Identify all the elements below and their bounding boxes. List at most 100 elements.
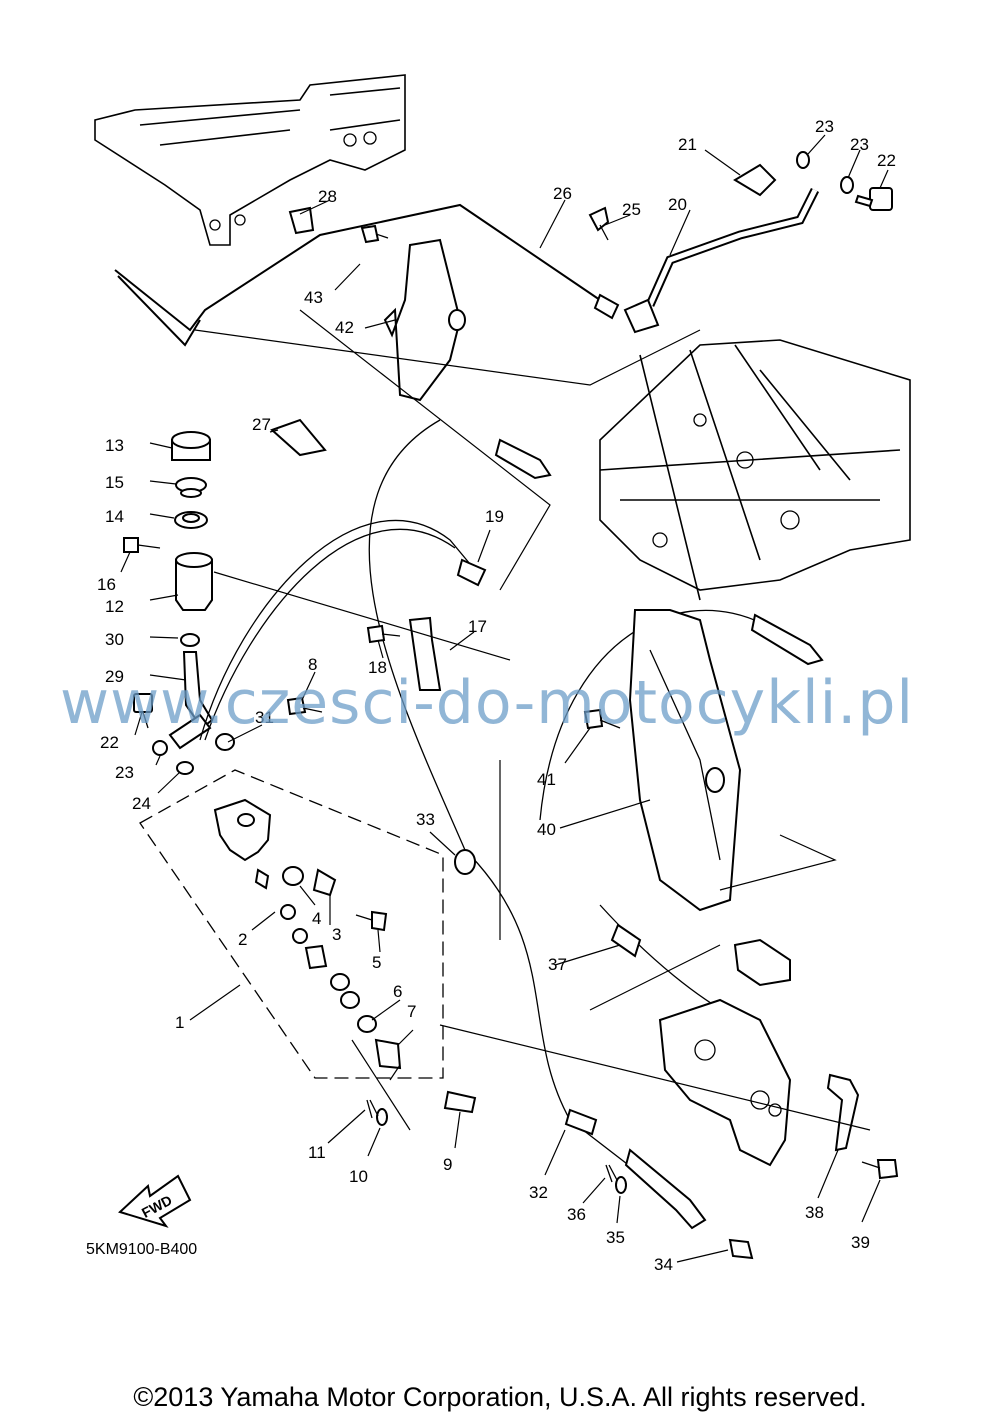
callout-23-top-b: 23 [850, 135, 869, 154]
screw-16 [123, 537, 161, 553]
callout-34: 34 [654, 1255, 673, 1274]
joint-24 [176, 761, 194, 775]
callout-28: 28 [318, 187, 337, 206]
callout-33: 33 [416, 810, 435, 829]
callout-14: 14 [105, 507, 124, 526]
protector-42 [383, 238, 466, 402]
cable-end-upper [750, 613, 824, 666]
callout-2: 2 [238, 930, 247, 949]
callout-38: 38 [805, 1203, 824, 1222]
cable-end-37 [610, 923, 642, 958]
cable-end-19b [494, 438, 552, 480]
fwd-arrow-icon: FWD [118, 1174, 192, 1228]
callout-8: 8 [308, 655, 317, 674]
o-ring-4 [282, 866, 304, 886]
gasket-23-left [152, 740, 168, 756]
callout-37: 37 [548, 955, 567, 974]
callout-43: 43 [304, 288, 323, 307]
nut-6 [357, 1015, 377, 1033]
callout-40: 40 [537, 820, 556, 839]
rear-cable-32 [564, 1108, 598, 1136]
union-bolt-22-top [854, 187, 893, 211]
spring-clip-36 [605, 1164, 618, 1183]
diaphragm-15 [175, 477, 207, 498]
washer-10 [376, 1108, 388, 1126]
bolt-41 [583, 708, 621, 730]
reservoir-cap-13 [171, 431, 211, 461]
bracket-17 [408, 616, 442, 691]
callout-4: 4 [312, 909, 321, 928]
clip-28 [288, 206, 315, 235]
callout-31: 31 [255, 708, 274, 727]
leader-lines [120, 134, 889, 1263]
bracket-3 [312, 868, 337, 897]
callout-32: 32 [529, 1183, 548, 1202]
callout-22-left: 22 [100, 733, 119, 752]
callout-30: 30 [105, 630, 124, 649]
watermark: www.czesci-do-motocykli.pl [60, 668, 915, 738]
callout-35: 35 [606, 1228, 625, 1247]
clamp-21 [733, 163, 777, 197]
cable-end-19 [456, 558, 487, 587]
kit-parts-2 [254, 868, 360, 1009]
pin-34 [728, 1238, 754, 1260]
callout-13: 13 [105, 436, 124, 455]
brake-pipe [114, 203, 620, 347]
kit-outline [139, 769, 444, 1079]
callout-15: 15 [105, 473, 124, 492]
callout-29: 29 [105, 667, 124, 686]
callout-23-left: 23 [115, 763, 134, 782]
callout-23-top-a: 23 [815, 117, 834, 136]
callout-27: 27 [252, 415, 271, 434]
callout-10: 10 [349, 1167, 368, 1186]
callout-16: 16 [97, 575, 116, 594]
bolt-25 [588, 206, 610, 241]
bolt-18 [366, 624, 401, 644]
callout-25: 25 [622, 200, 641, 219]
callout-9: 9 [443, 1155, 452, 1174]
cotter-pin-11 [366, 1099, 379, 1119]
callout-3: 3 [332, 925, 341, 944]
callout-21: 21 [678, 135, 697, 154]
callout-26: 26 [553, 184, 572, 203]
clip-31 [215, 733, 235, 751]
clevis-rod [624, 1148, 707, 1230]
copyright-notice: ©2013 Yamaha Motor Corporation, U.S.A. A… [133, 1382, 867, 1412]
grommet-33 [454, 849, 476, 875]
callout-39: 39 [851, 1233, 870, 1252]
callout-5: 5 [372, 953, 381, 972]
callout-18: 18 [368, 658, 387, 677]
callout-17: 17 [468, 617, 487, 636]
protector-40 [628, 609, 742, 912]
upper-frame-drawing [94, 74, 406, 246]
callout-7: 7 [407, 1002, 416, 1021]
spring-38 [826, 1073, 860, 1152]
bracket-27 [270, 418, 327, 457]
callout-12: 12 [105, 597, 124, 616]
callout-labels: 13 15 14 16 12 30 29 22 23 24 8 31 1 2 4… [97, 117, 896, 1274]
callout-19: 19 [485, 507, 504, 526]
callout-36: 36 [567, 1205, 586, 1224]
bolt-39 [861, 1159, 899, 1180]
main-frame-drawing [599, 339, 911, 601]
callout-20: 20 [668, 195, 687, 214]
cables [199, 419, 811, 1221]
callout-11: 11 [308, 1143, 326, 1162]
union-bolt-22-left [133, 693, 153, 729]
washer-35 [615, 1176, 627, 1194]
drawing-code: 5KM9100-B400 [86, 1241, 198, 1258]
gasket-23-top [796, 151, 854, 194]
bolt-5 [355, 910, 388, 932]
brake-pedal [658, 938, 792, 1167]
callout-42: 42 [335, 318, 354, 337]
plate-14 [174, 511, 208, 529]
bolt-8 [286, 696, 323, 716]
pin-9 [443, 1090, 477, 1114]
callout-1: 1 [175, 1013, 184, 1032]
reservoir-12 [175, 552, 213, 611]
callout-41: 41 [537, 770, 556, 789]
callout-6: 6 [393, 982, 402, 1001]
clip-30 [180, 633, 200, 647]
callout-22-top: 22 [877, 151, 896, 170]
